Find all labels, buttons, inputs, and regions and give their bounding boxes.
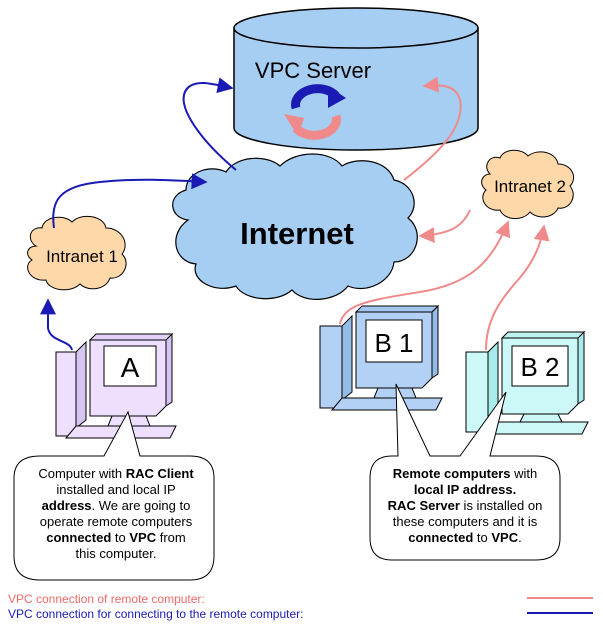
callout-b-rac-server: RAC Server bbox=[387, 498, 460, 513]
callout-a-line4: operate remote computers bbox=[39, 514, 193, 529]
vpc-server-icon: VPC Server bbox=[233, 7, 479, 151]
callout-a-line1-pre: Computer with bbox=[38, 466, 126, 481]
callout-a-rac-client: RAC Client bbox=[125, 466, 194, 481]
callout-a-line2: installed and local IP bbox=[56, 482, 176, 497]
callout-b-local-ip: local IP address. bbox=[413, 482, 517, 497]
connection-b2-to-intranet2 bbox=[485, 224, 550, 351]
sync-arrows-icon bbox=[284, 84, 346, 140]
callout-a-line3-post: . We are going to bbox=[91, 498, 191, 513]
callout-b-line4: these computers and it is bbox=[392, 514, 538, 529]
internet-label: Internet bbox=[240, 216, 354, 251]
connection-internet-to-server bbox=[182, 77, 237, 171]
callout-a-text: Computer with RAC Client installed and l… bbox=[22, 466, 210, 562]
connection-b1-to-intranet2 bbox=[339, 220, 511, 325]
intranet-2-cloud: Intranet 2 bbox=[481, 149, 574, 219]
callout-b-remote-computers: Remote computers bbox=[392, 466, 511, 481]
callout-b-line5-mid: to bbox=[473, 530, 492, 545]
vpc-server-label: VPC Server bbox=[255, 58, 371, 83]
legend-remote-label: VPC connection of remote computer: bbox=[8, 592, 205, 606]
intranet-1-label: Intranet 1 bbox=[46, 247, 118, 266]
connection-intranet1-to-internet bbox=[52, 173, 208, 229]
callout-b-line5-post: . bbox=[518, 530, 522, 545]
computer-b1-icon: B 1 bbox=[319, 304, 443, 411]
callout-b-line1-post: with bbox=[510, 466, 538, 481]
callout-a-balloon bbox=[13, 410, 215, 581]
computer-a-icon: A bbox=[55, 332, 177, 439]
callout-a-address: address bbox=[41, 498, 92, 513]
callout-b-vpc: VPC bbox=[491, 530, 519, 545]
callout-a-vpc: VPC bbox=[129, 530, 157, 545]
callout-b-text: Remote computers with local IP address. … bbox=[374, 466, 556, 546]
computer-b2-label: B 2 bbox=[520, 352, 559, 382]
connection-a-to-intranet1 bbox=[40, 298, 73, 351]
computer-b1-label: B 1 bbox=[374, 328, 413, 358]
callout-a-line5-post: from bbox=[156, 530, 186, 545]
intranet-2-label: Intranet 2 bbox=[494, 177, 566, 196]
connection-internet-to-server-remote bbox=[403, 76, 462, 181]
callout-b-line3-post: is installed on bbox=[459, 498, 543, 513]
legend-connect-label: VPC connection for connecting to the rem… bbox=[8, 607, 304, 621]
computer-a-label: A bbox=[121, 352, 140, 383]
callout-b-balloon bbox=[369, 383, 561, 561]
internet-cloud: Internet bbox=[172, 153, 418, 300]
callout-a-connected: connected bbox=[46, 530, 112, 545]
connection-intranet2-to-internet bbox=[418, 209, 471, 243]
callout-a-line5-mid: to bbox=[111, 530, 130, 545]
computer-b2-icon: B 2 bbox=[465, 330, 589, 435]
intranet-1-cloud: Intranet 1 bbox=[27, 215, 127, 291]
callout-a-line6: this computer. bbox=[75, 546, 157, 561]
callout-b-connected: connected bbox=[408, 530, 474, 545]
